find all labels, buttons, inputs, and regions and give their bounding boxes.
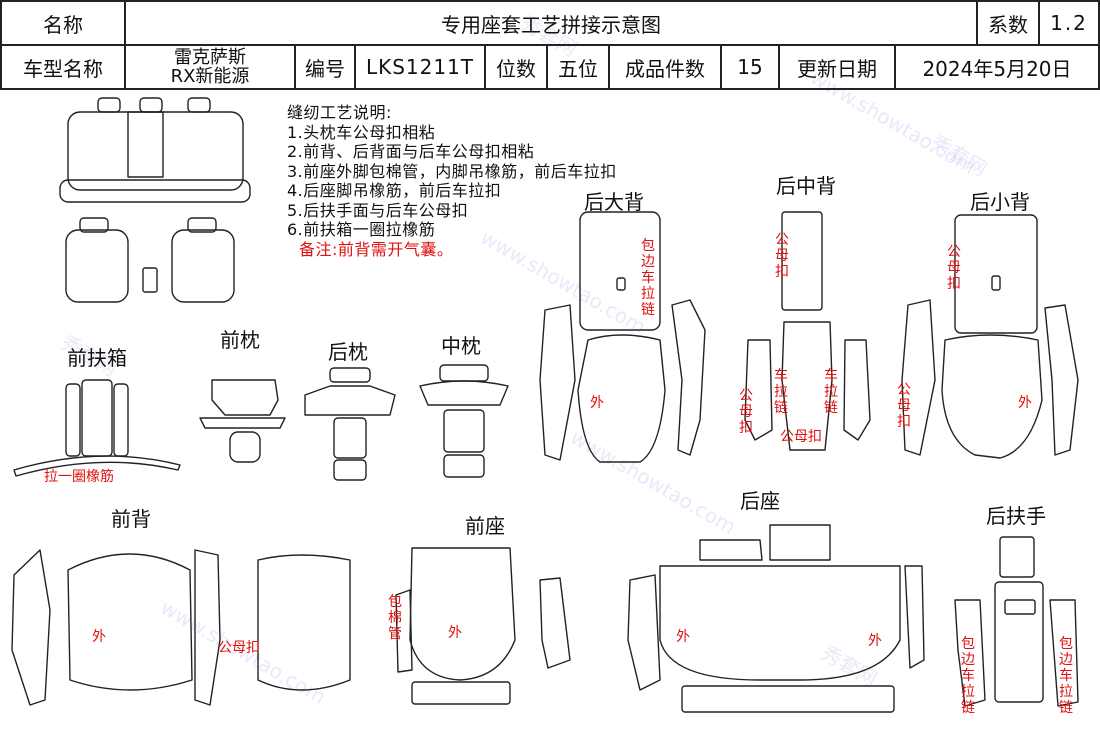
front-seat-pieces [395, 547, 571, 705]
annotation-elastic-loop: 拉一圈橡筋 [44, 469, 114, 485]
annotation-zipper: 车拉链 [824, 368, 838, 416]
annotation-snap: 公母扣 [739, 388, 753, 436]
section-title-rear-big-back: 后大背 [584, 190, 644, 214]
note-item: 3.前座外脚包棉管，内脚吊橡筋，前后车拉扣 [287, 161, 617, 181]
section-title-rear-seat: 后座 [740, 489, 780, 513]
rear-pillow-pieces [304, 367, 396, 481]
seats-value: 五位 [548, 46, 610, 90]
note-item: 1.头枕车公母扣相粘 [287, 122, 436, 142]
model-label: 车型名称 [0, 46, 126, 90]
section-title-rear-mid-back: 后中背 [776, 174, 836, 198]
section-title-rear-armrest: 后扶手 [986, 504, 1046, 528]
series-label: 系数 [978, 0, 1040, 46]
note-item: 2.前背、后背面与后车公母扣相粘 [287, 142, 535, 161]
section-title-rear-small-back: 后小背 [970, 190, 1030, 214]
annotation-wrap-zipper: 包边车拉链 [1059, 636, 1073, 716]
notes-heading: 缝纫工艺说明: [287, 103, 392, 122]
section-title-front-back: 前背 [111, 507, 151, 531]
header-table: 名称 专用座套工艺拼接示意图 系数 1.2 车型名称 雷克萨斯 RX新能源 编号… [0, 0, 1100, 90]
rear-armrest-pieces [954, 536, 1079, 707]
notes-remark: 备注:前背需开气囊。 [299, 239, 454, 259]
section-title-rear-pillow: 后枕 [328, 340, 368, 364]
annotation-outer: 外 [1018, 395, 1032, 411]
annotation-zipper: 车拉链 [774, 368, 788, 416]
mid-pillow-pieces [419, 364, 509, 478]
section-title-front-pillow: 前枕 [220, 328, 260, 352]
note-item: 6.前扶箱一圈拉橡筋 [287, 220, 436, 239]
update-value: 2024年5月20日 [896, 46, 1100, 90]
name-label: 名称 [0, 0, 126, 46]
rear-seat-pieces [627, 524, 925, 713]
rear-small-back-pieces [901, 214, 1079, 459]
seat-overview-thumbnail [59, 97, 251, 303]
update-label: 更新日期 [780, 46, 896, 90]
annotation-wrap-cotton: 包棉管 [388, 594, 402, 642]
doc-title: 专用座套工艺拼接示意图 [126, 0, 978, 46]
annotation-snap: 公母扣 [218, 640, 260, 656]
rear-middle-back-pieces [744, 211, 871, 451]
annotation-wrap-zipper: 包边车拉链 [961, 636, 975, 716]
annotation-outer: 外 [676, 629, 690, 645]
front-pillow-pieces [199, 379, 286, 463]
rear-big-back-pieces [539, 211, 706, 463]
note-item: 4.后座脚吊橡筋，前后车拉扣 [287, 181, 502, 200]
section-title-front-armbox: 前扶箱 [67, 346, 127, 370]
annotation-wrap-zipper: 包边车拉链 [641, 238, 655, 318]
annotation-outer: 外 [92, 629, 106, 645]
code-value: LKS1211T [356, 46, 486, 90]
model-value: 雷克萨斯 RX新能源 [126, 46, 296, 90]
annotation-outer: 外 [448, 625, 462, 641]
annotation-snap: 公母扣 [775, 232, 789, 280]
pieces-label: 成品件数 [610, 46, 722, 90]
front-back-pieces [11, 549, 351, 706]
front-armbox-pieces [13, 379, 181, 477]
annotation-outer: 外 [868, 633, 882, 649]
note-item: 5.后扶手面与后车公母扣 [287, 200, 469, 220]
sewing-notes: 缝纫工艺说明: 1.头枕车公母扣相粘 2.前背、后背面与后车公母扣相粘 3.前座… [287, 103, 617, 259]
seats-label: 位数 [486, 46, 548, 90]
pieces-value: 15 [722, 46, 780, 90]
model-line-1: 雷克萨斯 [174, 47, 246, 68]
annotation-snap: 公母扣 [947, 244, 961, 292]
annotation-snap: 公母扣 [780, 429, 822, 445]
annotation-snap: 公母扣 [897, 382, 911, 430]
section-title-front-seat: 前座 [465, 514, 505, 538]
section-title-mid-pillow: 中枕 [441, 334, 481, 358]
series-value: 1.2 [1040, 0, 1100, 46]
model-line-2: RX新能源 [170, 66, 250, 87]
annotation-outer: 外 [590, 395, 604, 411]
code-label: 编号 [296, 46, 356, 90]
